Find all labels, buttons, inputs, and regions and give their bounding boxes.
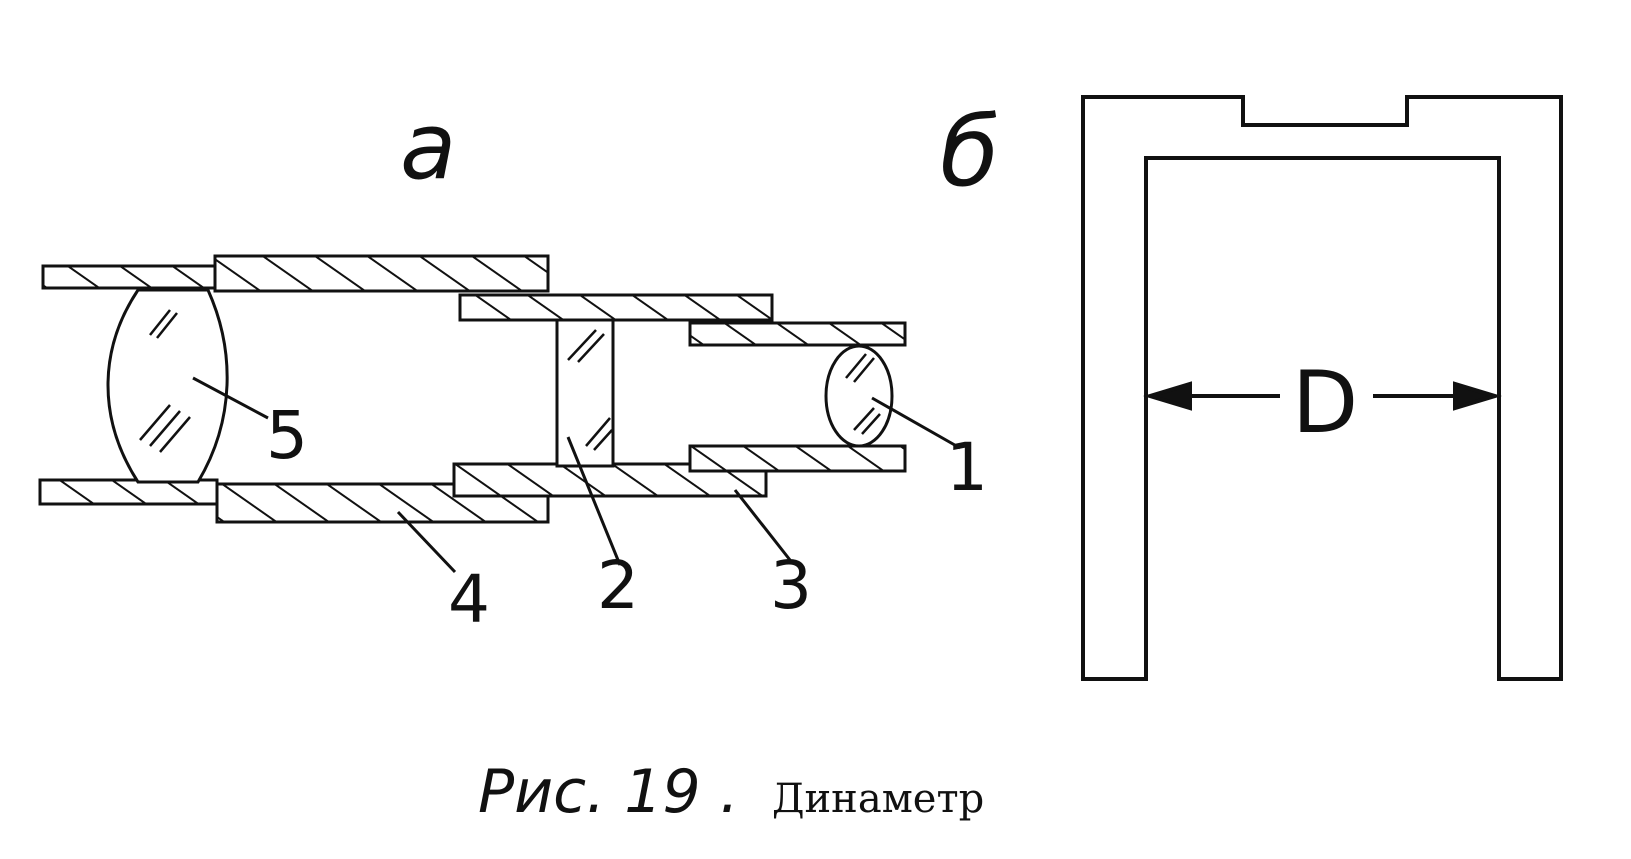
leader-2 <box>566 436 622 566</box>
part-number-5: 5 <box>266 397 308 474</box>
tube-1-top-wall <box>688 321 907 347</box>
figure-caption-number: Рис. 19 . <box>478 757 739 827</box>
leader-1 <box>871 396 961 450</box>
dimension-d-arrows <box>1143 381 1502 411</box>
plate-2-glass-marks <box>567 329 613 451</box>
part-number-1: 1 <box>946 429 988 506</box>
lens-5-glass-marks <box>139 309 191 453</box>
tube-3-top-wall <box>458 293 774 322</box>
fork-gauge-outline <box>1081 95 1563 681</box>
figure-caption-title: Динаметр <box>772 776 984 822</box>
panel-a-tube-assembly <box>38 254 961 574</box>
lens-1-glass-marks <box>845 353 881 435</box>
objective-lens-5 <box>106 288 229 484</box>
panel-b-label: б <box>940 96 999 208</box>
leader-5 <box>192 376 269 420</box>
part-number-2: 2 <box>597 547 639 624</box>
tube-5-bottom-wall <box>38 478 219 506</box>
leader-4 <box>396 510 457 574</box>
tube-1-bottom-wall <box>688 444 907 473</box>
part-number-3: 3 <box>770 547 812 624</box>
tube-5-top-wall <box>41 264 217 290</box>
leader-lines <box>192 376 961 574</box>
leader-3 <box>733 489 792 561</box>
panel-b-fork-gauge <box>1081 95 1563 681</box>
panel-a-label: a <box>400 93 456 200</box>
reticle-plate-2 <box>555 318 615 468</box>
tube-4-top-wall <box>213 254 550 293</box>
part-number-4: 4 <box>448 561 490 638</box>
eyepiece-lens-1 <box>824 344 894 448</box>
dimension-d-label: D <box>1292 353 1358 453</box>
